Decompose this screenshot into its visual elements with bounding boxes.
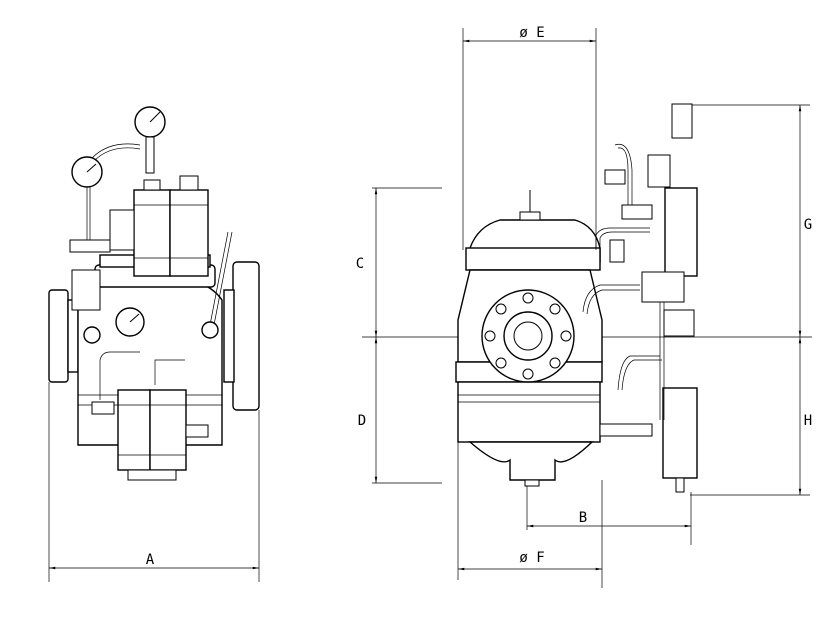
top-pilot: [133, 189, 171, 277]
dimensions: A ø E C D B ø F G H: [49, 25, 812, 571]
side-view: [362, 28, 812, 588]
dim-label-f: ø F: [519, 550, 544, 566]
lower-pilot: [662, 387, 698, 479]
dim-label-g: G: [804, 217, 812, 233]
right-flange: [232, 261, 260, 411]
dim-label-c: C: [356, 256, 364, 272]
dim-label-d: D: [358, 413, 366, 429]
upper-pilot: [664, 187, 698, 277]
bottom-pilot: [117, 389, 151, 471]
dim-label-e: ø E: [519, 25, 544, 41]
dim-label-b: B: [579, 510, 587, 526]
bottom-bowl: [468, 441, 594, 481]
left-flange: [48, 289, 69, 383]
dim-label-h: H: [804, 413, 812, 429]
front-view: [48, 106, 260, 582]
dim-label-a: A: [146, 552, 155, 568]
